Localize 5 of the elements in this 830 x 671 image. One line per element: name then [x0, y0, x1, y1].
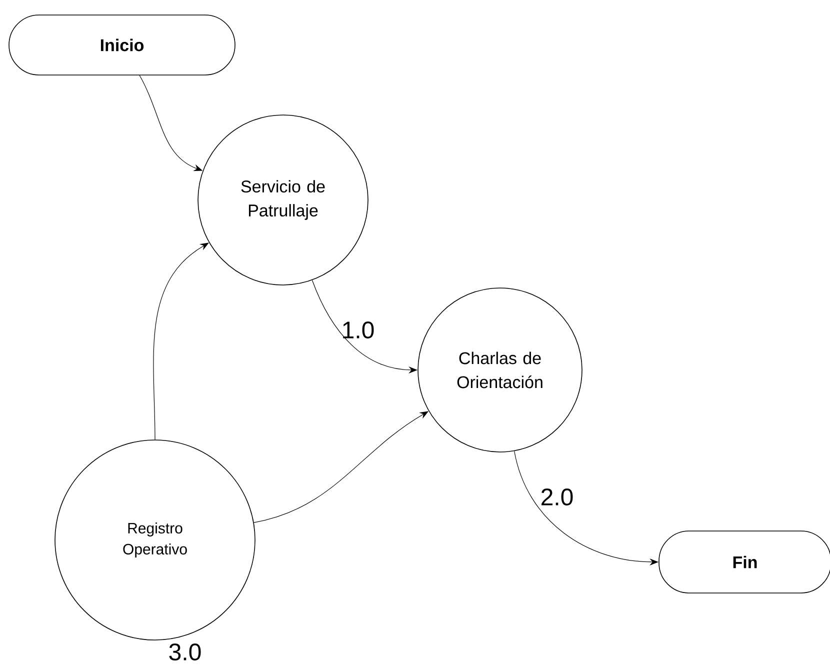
process-number: 1.0	[343, 322, 374, 338]
terminal-box: Inicio	[8, 14, 236, 76]
process-number: 2.0	[542, 488, 573, 506]
terminal-box: Fin	[658, 530, 830, 594]
process-number: 3.0	[169, 644, 201, 660]
